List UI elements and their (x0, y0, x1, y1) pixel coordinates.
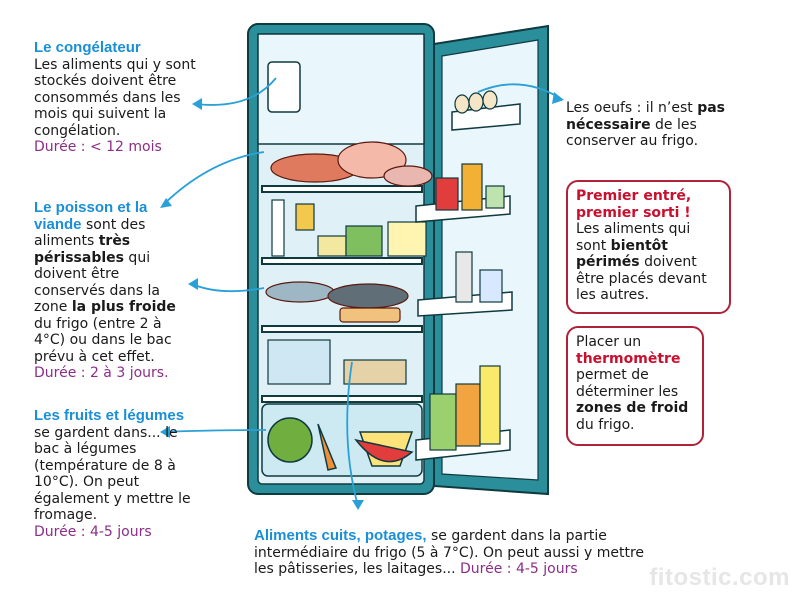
fish-meat-text-a: sont des aliments (34, 216, 146, 250)
door-items (429, 90, 505, 451)
fish-meat-bold-b: la plus froide (71, 299, 176, 315)
fruits-title: Les fruits et légumes (34, 407, 185, 424)
fifo-box: Premier entré, premier sorti ! Les alime… (566, 180, 731, 314)
thermo-text-a: Placer un (576, 334, 642, 350)
fish-meat-bold-a: très périssables (34, 233, 131, 266)
cooked-text: se gardent dans la partie intermédiaire … (254, 528, 645, 577)
thermometer-box: Placer un thermomètre permet de détermin… (566, 326, 704, 446)
fish-meat-text-b: qui doivent être conservés dans la zone (34, 249, 160, 316)
freezer-compartment (257, 33, 425, 145)
freezer-block: Le congélateur Les aliments qui y sont s… (34, 39, 204, 156)
fish-meat-block: Le poisson et la viande sont des aliment… (34, 199, 194, 382)
cooked-duration: Durée : 4-5 jours (455, 561, 578, 577)
eggs-bold: pas nécessaire (566, 100, 726, 133)
thermo-red: thermomètre (576, 350, 681, 367)
freezer-title: Le congélateur (34, 39, 141, 56)
arrow-heads (160, 92, 564, 510)
middle-shelf-items (267, 199, 427, 385)
fifo-text-a: Les aliments qui sont (576, 221, 691, 254)
fridge-door (433, 24, 549, 496)
fifo-text-b: doivent être placés devant les autres. (576, 254, 707, 303)
fifo-bold: bientôt périmés (576, 237, 668, 271)
meat-and-fish (265, 141, 433, 323)
eggs-text-a: Les oeufs : il n’est (566, 100, 698, 116)
fish-meat-duration: Durée : 2 à 3 jours. (34, 365, 169, 381)
thermo-bold: zones de froid (576, 400, 689, 416)
fruits-block: Les fruits et légumes se gardent dans...… (34, 407, 194, 540)
eggs-text-b: de les conserver au frigo. (566, 116, 699, 150)
watermark: fitostic.com (649, 564, 790, 591)
cooked-block: Aliments cuits, potages, se gardent dans… (254, 527, 654, 578)
fruits-text: se gardent dans... le bac à légumes (tem… (34, 424, 191, 524)
fifo-title: Premier entré, premier sorti ! (576, 188, 692, 221)
annotation-arrows (163, 77, 561, 507)
fish-meat-title: Le poisson et la viande (34, 199, 148, 233)
thermo-text-b: permet de déterminer les (576, 367, 679, 400)
fruits-duration: Durée : 4-5 jours (34, 523, 152, 540)
vegetable-drawer (261, 403, 423, 477)
freezer-text: Les aliments qui y sont stockés doivent … (34, 56, 196, 139)
thermo-text-c: du frigo. (576, 416, 635, 433)
freezer-duration: Durée : < 12 mois (34, 139, 162, 155)
fridge-shelves (261, 185, 423, 403)
eggs-block: Les oeufs : il n’est pas nécessaire de l… (566, 100, 726, 150)
cooked-title: Aliments cuits, potages, (254, 527, 427, 544)
fish-meat-text-c: du frigo (entre 2 à 4°C) ou dans le bac … (34, 315, 172, 365)
